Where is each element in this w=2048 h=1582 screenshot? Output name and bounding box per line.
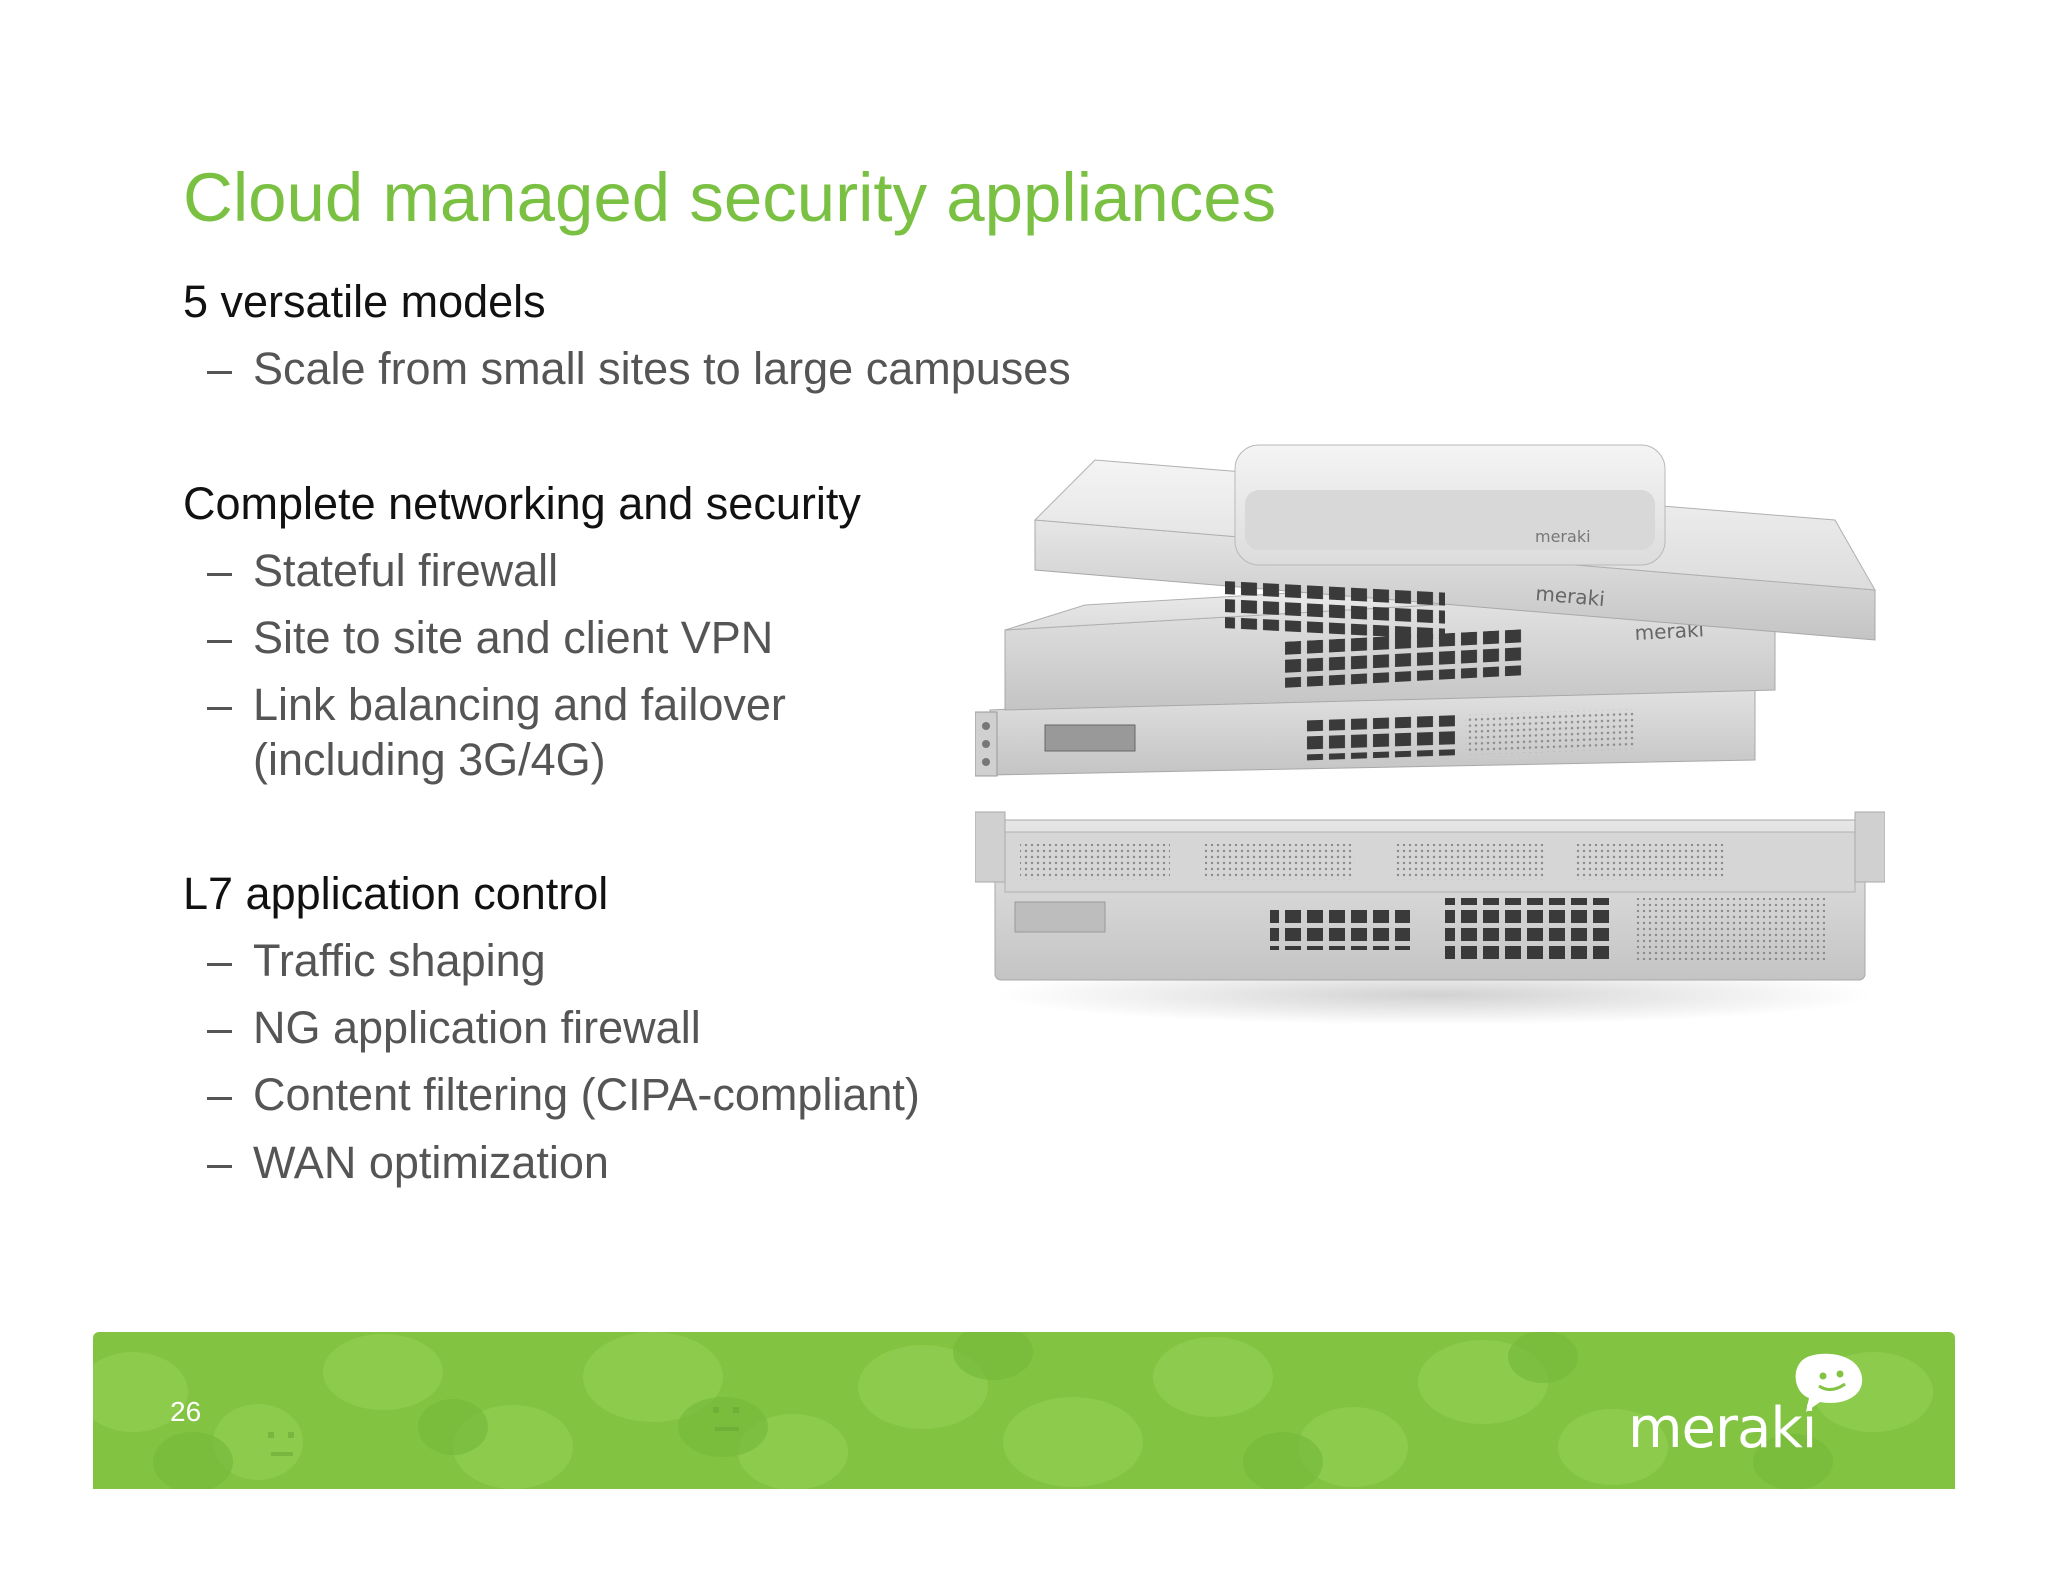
bullet-item: –Site to site and client VPN xyxy=(183,612,773,663)
speech-bubble-logo-icon xyxy=(1795,1353,1863,1412)
bullet-item: –Stateful firewall xyxy=(183,545,558,596)
bullet-text: Link balancing and failover xyxy=(253,679,786,730)
bullet-text: Site to site and client VPN xyxy=(253,612,774,663)
dash-marker: – xyxy=(207,612,233,663)
dash-marker: – xyxy=(207,545,233,596)
bullet-text: NG application firewall xyxy=(253,1002,701,1053)
bullet-text: Traffic shaping xyxy=(253,935,546,986)
page-number: 26 xyxy=(170,1396,202,1427)
bullet-text: Scale from small sites to large campuses xyxy=(253,343,1071,394)
footer-banner xyxy=(93,1332,1955,1489)
bullet-item: –Content filtering (CIPA-compliant) xyxy=(183,1069,920,1120)
section-heading: 5 versatile models xyxy=(183,276,546,327)
bullet-item: –Traffic shaping xyxy=(183,935,546,986)
dash-marker: – xyxy=(207,935,233,986)
dash-marker: – xyxy=(207,1137,233,1188)
bullet-text: Stateful firewall xyxy=(253,545,559,596)
bullet-text: Content filtering (CIPA-compliant) xyxy=(253,1069,920,1120)
product-image: meraki meraki meraki xyxy=(974,440,1886,1030)
dash-marker: – xyxy=(207,679,233,730)
svg-text:meraki: meraki xyxy=(1535,527,1591,546)
bullet-item: –WAN optimization xyxy=(183,1137,609,1188)
bullet-item: –NG application firewall xyxy=(183,1002,701,1053)
section-heading: Complete networking and security xyxy=(183,478,861,529)
section-heading: L7 application control xyxy=(183,868,609,919)
slide-title: Cloud managed security appliances xyxy=(183,159,1277,236)
dash-marker: – xyxy=(207,343,233,394)
logo-wordmark: meraki xyxy=(1628,1396,1817,1461)
bullet-continuation: (including 3G/4G) xyxy=(253,734,606,785)
dash-marker: – xyxy=(207,1002,233,1053)
bullet-item: –Scale from small sites to large campuse… xyxy=(183,343,1071,394)
bullet-text: WAN optimization xyxy=(253,1137,609,1188)
speech-bubble-pattern xyxy=(93,1332,1933,1489)
dash-marker: – xyxy=(207,1069,233,1120)
meraki-logo: meraki xyxy=(1620,1348,1880,1478)
bullet-item: –Link balancing and failover xyxy=(183,679,786,730)
